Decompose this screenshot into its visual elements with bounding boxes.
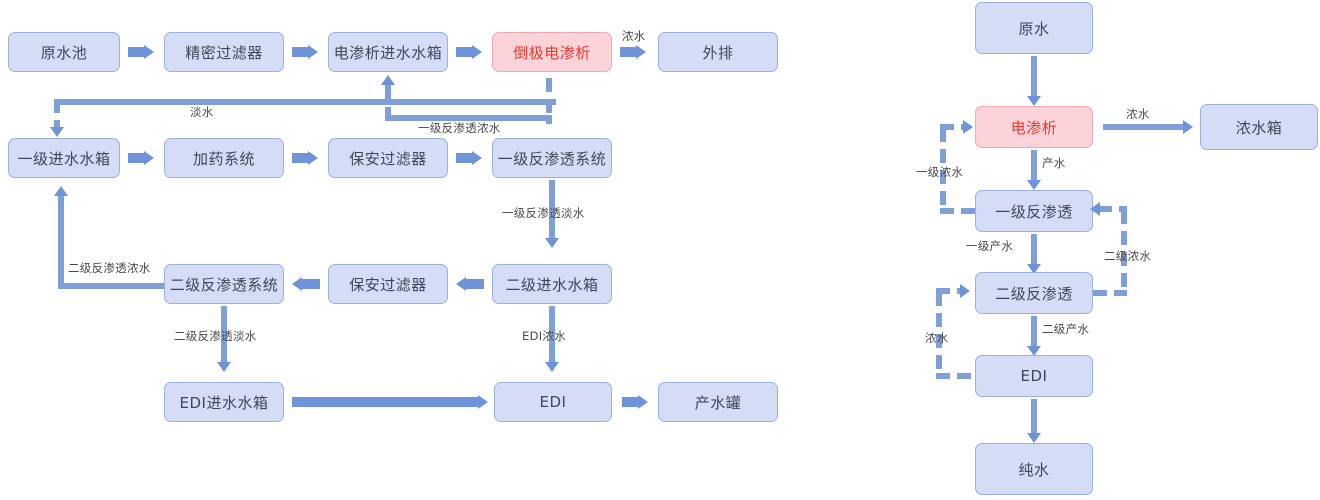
pipe-edi-concentrate [549, 306, 555, 364]
pipe-stage1-permeate [549, 180, 555, 240]
node-raw-water-pool[interactable]: 原水池 [8, 32, 120, 72]
node-cartridge-filter-1[interactable]: 保安过滤器 [328, 138, 448, 178]
node-precision-filter[interactable]: 精密过滤器 [164, 32, 284, 72]
pipe-stage2-concentrate-elbow [58, 272, 64, 288]
node-edr[interactable]: 倒极电渗析 [492, 32, 612, 72]
label-stage1-ro-concentrate: 一级反渗透浓水 [418, 121, 501, 135]
node-stage1-feed-tank[interactable]: 一级进水水箱 [8, 138, 120, 178]
arrowhead-ed-product-water [1027, 180, 1041, 190]
pipe-stage1-concentrate-out [940, 208, 976, 214]
pipe-raw-water-to-ed [1031, 56, 1037, 98]
arrowhead-stage2-permeate [217, 362, 231, 372]
pipe-stage1-concentrate-into-ed [940, 124, 968, 130]
pipe-fresh-water-riser [385, 84, 391, 100]
node-discharge[interactable]: 外排 [658, 32, 778, 72]
pipe-stage2-concentrate-into-stage1 [1098, 206, 1127, 212]
pipe-stage1-concentrate-riser-right [940, 128, 946, 212]
node-pure-water[interactable]: 纯水 [975, 443, 1093, 495]
label-right-stage2-concentrate: 二级浓水 [1104, 249, 1152, 263]
arrowhead-stage2-concentrate-into-stage1-tank [54, 186, 68, 196]
node-raw-water[interactable]: 原水 [975, 2, 1093, 54]
node-stage2-feed-tank[interactable]: 二级进水水箱 [492, 264, 612, 304]
node-stage1-ro[interactable]: 一级反渗透系统 [492, 138, 612, 178]
pipe-ed-to-concentrate-tank [1103, 124, 1185, 130]
arrowhead-stage1-permeate [545, 238, 559, 248]
pipe-stage2-concentrate-horizontal [58, 283, 168, 289]
label-edi-concentrate: EDI浓水 [522, 329, 567, 343]
node-right-stage1-ro[interactable]: 一级反渗透 [975, 190, 1093, 232]
label-stage1-ro-permeate: 一级反渗透淡水 [502, 206, 585, 220]
label-stage2-ro-concentrate: 二级反渗透浓水 [68, 261, 151, 275]
pipe-stage1-concentrate-horizontal [385, 115, 552, 121]
arrowhead-stage2-product-water [1027, 346, 1041, 356]
pipe-fresh-water-horizontal [54, 99, 556, 105]
node-edi[interactable]: EDI [494, 382, 612, 422]
node-right-edi[interactable]: EDI [975, 355, 1093, 397]
label-right-edi-concentrate: 浓水 [925, 331, 949, 345]
node-stage2-ro[interactable]: 二级反渗透系统 [164, 264, 284, 304]
label-stage2-ro-permeate: 二级反渗透淡水 [174, 329, 257, 343]
arrowhead-edi-concentrate [545, 362, 559, 372]
pipe-stage2-product-water [1031, 316, 1037, 348]
arrowhead-fresh-water-into-ed-feed-tank [381, 75, 395, 85]
node-concentrate-tank[interactable]: 浓水箱 [1200, 104, 1318, 150]
arrowhead-raw-water-to-ed [1027, 96, 1041, 106]
pipe-edi-concentrate-out [936, 373, 976, 379]
label-fresh-water: 淡水 [190, 105, 214, 119]
node-product-water-tank[interactable]: 产水罐 [658, 382, 778, 422]
node-ed-feed-tank[interactable]: 电渗析进水水箱 [328, 32, 448, 72]
label-right-stage1-concentrate: 一级浓水 [916, 165, 964, 179]
arrowhead-edi-to-pure-water [1027, 433, 1041, 443]
node-right-stage2-ro[interactable]: 二级反渗透 [975, 272, 1093, 314]
node-dosing-system[interactable]: 加药系统 [164, 138, 284, 178]
arrowhead-ed-to-concentrate-tank [1183, 120, 1193, 134]
label-right-product-water: 产水 [1042, 156, 1066, 170]
pipe-edi-concentrate-riser [936, 292, 942, 377]
pipe-stage2-concentrate-riser [58, 196, 64, 276]
node-edi-feed-tank[interactable]: EDI进水水箱 [164, 382, 284, 422]
node-cartridge-filter-2[interactable]: 保安过滤器 [328, 264, 448, 304]
pipe-fresh-water-down [54, 99, 60, 129]
pipe-stage1-product-water [1031, 234, 1037, 266]
arrowhead-edi-concentrate-into-stage2 [960, 284, 970, 298]
node-electrodialysis[interactable]: 电渗析 [975, 106, 1093, 148]
label-right-concentrate: 浓水 [1126, 107, 1150, 121]
arrowhead-stage1-concentrate-into-ed [963, 120, 973, 134]
pipe-edi-concentrate-into-stage2 [936, 288, 964, 294]
label-right-stage2-product: 二级产水 [1042, 322, 1090, 336]
arrowhead-stage1-product-water [1027, 264, 1041, 274]
pipe-stage2-permeate [221, 306, 227, 364]
pipe-stage1-concentrate-riser [546, 78, 552, 124]
label-right-stage1-product: 一级产水 [966, 239, 1014, 253]
pipe-ed-product-water [1031, 150, 1037, 182]
pipe-stage2-concentrate-riser [1121, 210, 1127, 294]
label-concentrate-out: 浓水 [622, 29, 646, 43]
arrowhead-stage2-concentrate-into-stage1 [1090, 202, 1100, 216]
pipe-edi-to-pure-water [1031, 399, 1037, 435]
pipe-stage1-concentrate-elbow [385, 107, 391, 123]
pipe-fresh-water-corner [54, 99, 60, 103]
arrowhead-fresh-water-into-stage1-tank [50, 127, 64, 137]
pipe-stage2-concentrate-out [1093, 290, 1127, 296]
